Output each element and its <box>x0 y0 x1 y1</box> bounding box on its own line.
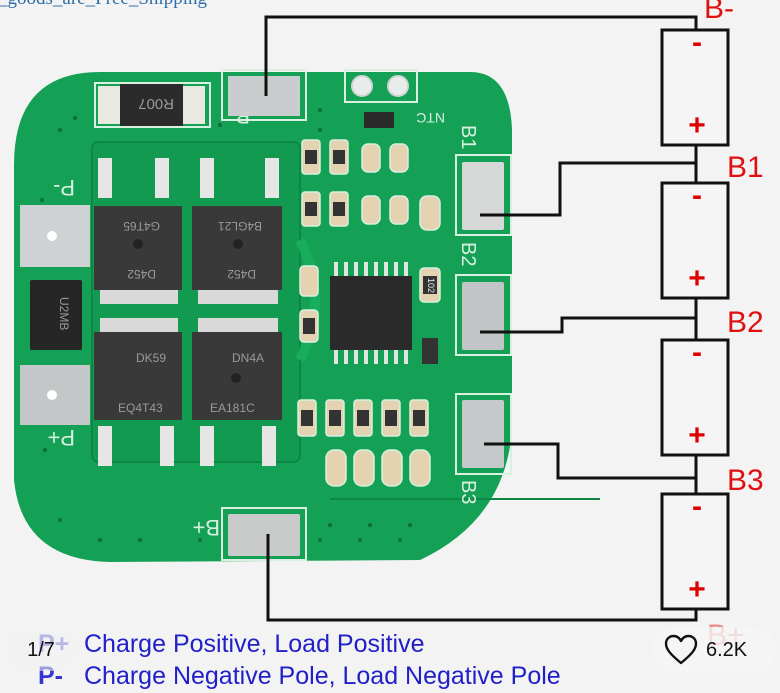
svg-text:EQ4T43: EQ4T43 <box>118 401 163 415</box>
mosfet-1: G4T65 D452 <box>94 158 182 304</box>
heart-outline-icon <box>664 634 698 665</box>
terminal-label-b-minus: B- <box>704 0 734 25</box>
cell-negative-sign: - <box>692 26 702 59</box>
shunt-resistor: R007 <box>94 82 211 128</box>
cell-positive-sign: + <box>688 573 706 606</box>
pad-b-plus <box>228 514 300 556</box>
like-button[interactable]: 6.2K <box>652 627 776 673</box>
cell-positive-sign: + <box>688 419 706 452</box>
cell-negative-sign: - <box>692 179 702 212</box>
wire-b3 <box>484 442 696 480</box>
pin-legend: P+Charge Positive, Load Positive P-Charg… <box>38 628 561 692</box>
silk-p-minus: P- <box>53 175 75 200</box>
page-indicator-text: 1/7 <box>27 638 55 661</box>
cell-negative-sign: - <box>692 336 702 369</box>
battery-cell-body <box>660 28 730 147</box>
battery-cell: -+ <box>660 179 730 300</box>
page-indicator: 1/7 <box>4 629 78 671</box>
pcb-board: B- B+ P- P+ B1 B2 B3 NTC R007 <box>14 69 600 562</box>
battery-cells: -+-+-+-+ <box>660 26 730 611</box>
legend-row-p-minus: P-Charge Negative Pole, Load Negative Po… <box>38 660 561 692</box>
terminal-label-b1: B1 <box>727 151 764 184</box>
terminal-label-b2: B2 <box>727 306 764 339</box>
cell-negative-sign: - <box>692 490 702 523</box>
battery-cell-body <box>660 492 730 611</box>
silk-ntc: NTC <box>416 110 445 126</box>
mosfet-array: G4T65 D452 B4GL21 D452 DK59 EQ4T43 <box>94 158 282 466</box>
battery-cell: -+ <box>660 336 730 457</box>
silk-p-plus: P+ <box>47 425 75 450</box>
pad-b1 <box>462 162 504 230</box>
legend-text: Charge Positive, Load Positive <box>84 630 425 658</box>
battery-cell: -+ <box>660 490 730 611</box>
pad-b-minus <box>228 76 300 116</box>
svg-text:EA181C: EA181C <box>210 401 255 415</box>
diode-label: U2MB <box>57 297 71 330</box>
battery-cell-body <box>660 181 730 300</box>
silk-b1: B1 <box>457 125 479 149</box>
protection-ic <box>330 262 412 364</box>
svg-text:DK59: DK59 <box>136 351 166 365</box>
svg-text:B4GL21: B4GL21 <box>218 219 262 233</box>
svg-text:D452: D452 <box>127 267 156 281</box>
silk-b3: B3 <box>457 480 479 504</box>
ntc-hole-2 <box>387 75 409 97</box>
ntc-thermistor <box>364 112 394 128</box>
svg-text:D452: D452 <box>227 267 256 281</box>
legend-row-p-plus: P+Charge Positive, Load Positive <box>38 628 561 660</box>
shunt-resistor-label: R007 <box>138 95 174 112</box>
wire-b1 <box>480 161 696 217</box>
silk-b-plus: B+ <box>192 515 220 540</box>
battery-cell-body <box>660 338 730 457</box>
wire-b2 <box>480 316 696 334</box>
image-caption-top: _goods_are_Free_Shipping <box>0 0 207 10</box>
wires <box>264 15 698 622</box>
svg-text:G4T65: G4T65 <box>123 219 160 233</box>
mosfet-2: B4GL21 D452 <box>192 158 282 304</box>
terminal-label-b3: B3 <box>727 464 764 497</box>
wire-b-plus <box>266 534 698 622</box>
pad-b3 <box>462 400 504 468</box>
battery-cell: -+ <box>660 26 730 147</box>
legend-text: Charge Negative Pole, Load Negative Pole <box>84 662 561 690</box>
cell-positive-sign: + <box>688 109 706 142</box>
pad-b2 <box>462 282 504 350</box>
diode <box>30 280 82 350</box>
cell-positive-sign: + <box>688 262 706 295</box>
like-count: 6.2K <box>706 638 748 661</box>
mosfet-4: DN4A EA181C <box>192 318 282 466</box>
small-transistor <box>422 338 438 364</box>
silk-b2: B2 <box>457 242 479 266</box>
mosfet-3: DK59 EQ4T43 <box>94 318 182 466</box>
resistor-102-label: 102 <box>426 278 436 293</box>
svg-text:DN4A: DN4A <box>232 351 264 365</box>
ntc-hole-1 <box>351 75 373 97</box>
wire-b-minus <box>264 15 698 96</box>
